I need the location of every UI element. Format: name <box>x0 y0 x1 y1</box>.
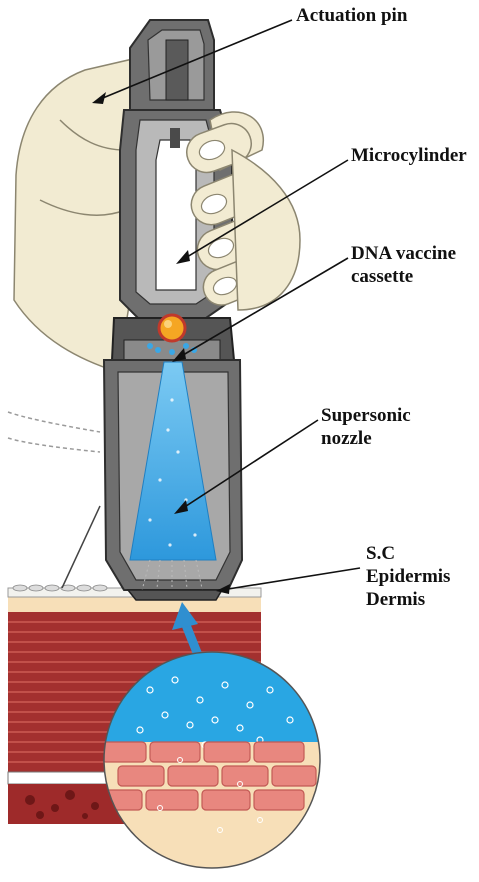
label-dna-vaccine-cassette: DNA vaccine cassette <box>351 242 456 288</box>
label-actuation-pin: Actuation pin <box>296 4 407 27</box>
inset-epidermal-cells <box>102 742 316 810</box>
label-microcylinder: Microcylinder <box>351 144 467 167</box>
nozzle-tip <box>128 590 222 600</box>
label-supersonic-nozzle: Supersonic nozzle <box>321 404 411 450</box>
forearm-outline <box>8 412 100 588</box>
leader-skin-layers <box>222 568 360 590</box>
magnified-skin-inset <box>100 650 330 877</box>
label-skin-layers: S.C Epidermis Dermis <box>366 542 450 611</box>
dna-vaccine-particles <box>159 315 185 341</box>
